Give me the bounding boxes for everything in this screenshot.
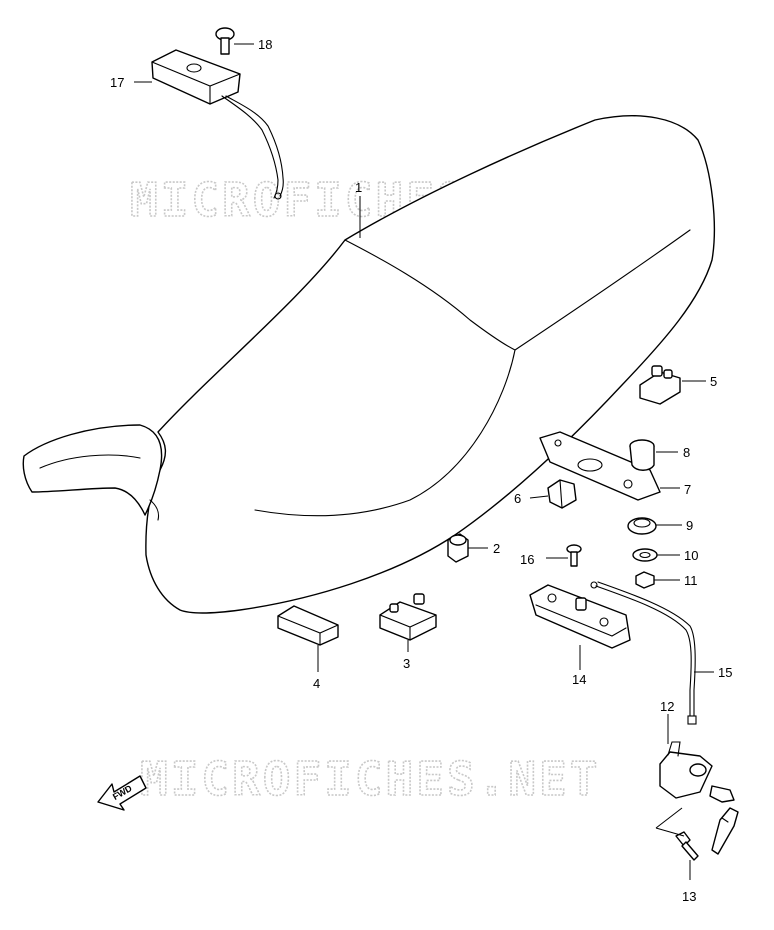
- seat-lock-part-12[interactable]: [659, 741, 713, 799]
- callout-7: 7: [684, 482, 691, 497]
- callout-10: 10: [684, 548, 698, 563]
- watermark-bottom: MICROFICHES.NET: [140, 752, 600, 806]
- callout-18: 18: [258, 37, 272, 52]
- callout-3: 3: [403, 656, 410, 671]
- callout-1: 1: [355, 180, 362, 195]
- callout-16: 16: [520, 552, 534, 567]
- fwd-arrow-icon: FWD: [97, 775, 147, 811]
- cushion-part-2[interactable]: [447, 533, 469, 563]
- bracket-part-7[interactable]: [539, 431, 661, 501]
- bolt-part-16[interactable]: [566, 544, 582, 567]
- screw-part-13[interactable]: [675, 831, 699, 861]
- key[interactable]: [709, 785, 739, 855]
- grommet-part-8[interactable]: [629, 439, 655, 471]
- callout-5: 5: [710, 374, 717, 389]
- callout-14: 14: [572, 672, 586, 687]
- callouts: 1 17 18 5 8 7 6 9 10 11 2 16 4 3 14 15 1…: [110, 37, 732, 904]
- callout-2: 2: [493, 541, 500, 556]
- screw-part-18[interactable]: [215, 27, 235, 55]
- callout-6: 6: [514, 491, 521, 506]
- seat-part-1[interactable]: [22, 115, 716, 614]
- bracket-part-17[interactable]: [151, 49, 284, 200]
- cable-part-15[interactable]: [590, 581, 697, 725]
- callout-15: 15: [718, 665, 732, 680]
- callout-9: 9: [686, 518, 693, 533]
- damper-part-3[interactable]: [379, 593, 437, 641]
- callout-13: 13: [682, 889, 696, 904]
- callout-12: 12: [660, 699, 674, 714]
- cushion-part-6[interactable]: [547, 479, 577, 509]
- lock-plate-part-14[interactable]: [529, 584, 631, 649]
- washer-part-10[interactable]: [632, 548, 658, 562]
- callout-17: 17: [110, 75, 124, 90]
- callout-11: 11: [684, 573, 698, 588]
- leader-lines: [134, 43, 714, 880]
- stopper-part-5[interactable]: [639, 365, 681, 405]
- pad-part-4[interactable]: [277, 605, 339, 646]
- callout-4: 4: [313, 676, 320, 691]
- callout-8: 8: [683, 445, 690, 460]
- nut-part-11[interactable]: [635, 571, 655, 589]
- collar-part-9[interactable]: [627, 517, 657, 535]
